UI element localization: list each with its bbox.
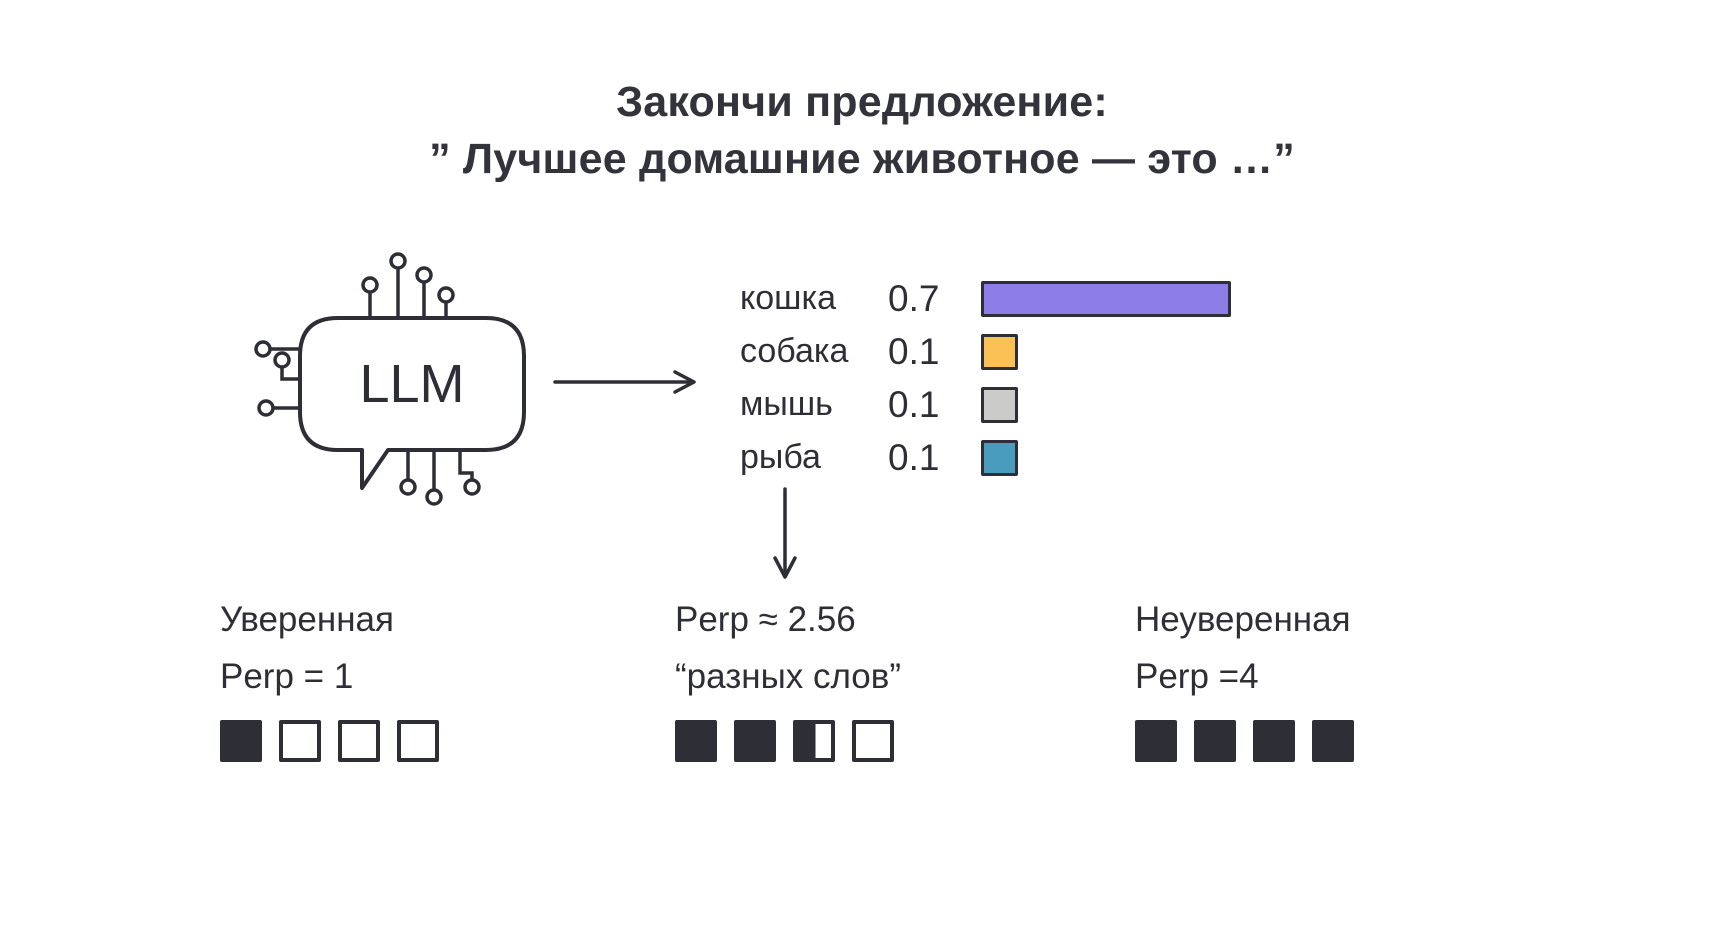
- token-squares: [1135, 720, 1354, 762]
- token-square-filled: [220, 720, 262, 762]
- outcome-title: Неуверенная: [1135, 600, 1351, 639]
- outcome-group: Уверенная Perp = 1: [220, 600, 439, 762]
- prediction-word: кошка: [740, 279, 836, 317]
- token-square-filled: [1312, 720, 1354, 762]
- outcome-group: Неуверенная Perp =4: [1135, 600, 1354, 762]
- probability-bar: [981, 280, 1231, 317]
- token-square-filled: [675, 720, 717, 762]
- llm-label: LLM: [359, 354, 464, 414]
- prediction-word: собака: [740, 332, 849, 370]
- probability-bar: [981, 439, 1018, 476]
- prediction-prob: 0.1: [888, 330, 940, 372]
- llm-chip-icon: LLM: [238, 248, 548, 523]
- token-square-empty: [397, 720, 439, 762]
- prediction-row: собака 0.1: [740, 325, 1231, 378]
- title-line-2: ” Лучшее домашние животное — это …”: [429, 135, 1295, 183]
- prediction-row: мышь 0.1: [740, 378, 1231, 431]
- outcome-group: Perp ≈ 2.56 “разных слов”: [675, 600, 901, 762]
- outcome-subtitle: “разных слов”: [675, 657, 901, 696]
- diagram-title: Закончи предложение: ” Лучшее домашние ж…: [0, 74, 1724, 188]
- prediction-prob: 0.1: [888, 436, 940, 478]
- arrow-down-icon: [768, 486, 802, 591]
- token-square-empty: [338, 720, 380, 762]
- prediction-list: кошка 0.7 собака 0.1 мышь 0.1 рыба 0.1: [740, 272, 1231, 484]
- prediction-prob: 0.7: [888, 277, 940, 319]
- prediction-word: мышь: [740, 385, 833, 423]
- token-squares: [220, 720, 439, 762]
- token-squares: [675, 720, 901, 762]
- prediction-row: кошка 0.7: [740, 272, 1231, 325]
- prediction-prob: 0.1: [888, 383, 940, 425]
- arrow-right-icon: [552, 366, 702, 403]
- probability-bar: [981, 333, 1018, 370]
- token-square-empty: [852, 720, 894, 762]
- outcome-subtitle: Perp = 1: [220, 657, 354, 696]
- token-square-filled: [1194, 720, 1236, 762]
- outcome-title: Perp ≈ 2.56: [675, 600, 856, 639]
- token-square-empty: [279, 720, 321, 762]
- prediction-word: рыба: [740, 438, 821, 476]
- token-square-filled: [1253, 720, 1295, 762]
- outcome-subtitle: Perp =4: [1135, 657, 1259, 696]
- token-square-half: [793, 720, 835, 762]
- prediction-row: рыба 0.1: [740, 431, 1231, 484]
- probability-bar: [981, 386, 1018, 423]
- token-square-filled: [1135, 720, 1177, 762]
- title-line-1: Закончи предложение:: [616, 78, 1108, 126]
- outcome-title: Уверенная: [220, 600, 394, 639]
- token-square-filled: [734, 720, 776, 762]
